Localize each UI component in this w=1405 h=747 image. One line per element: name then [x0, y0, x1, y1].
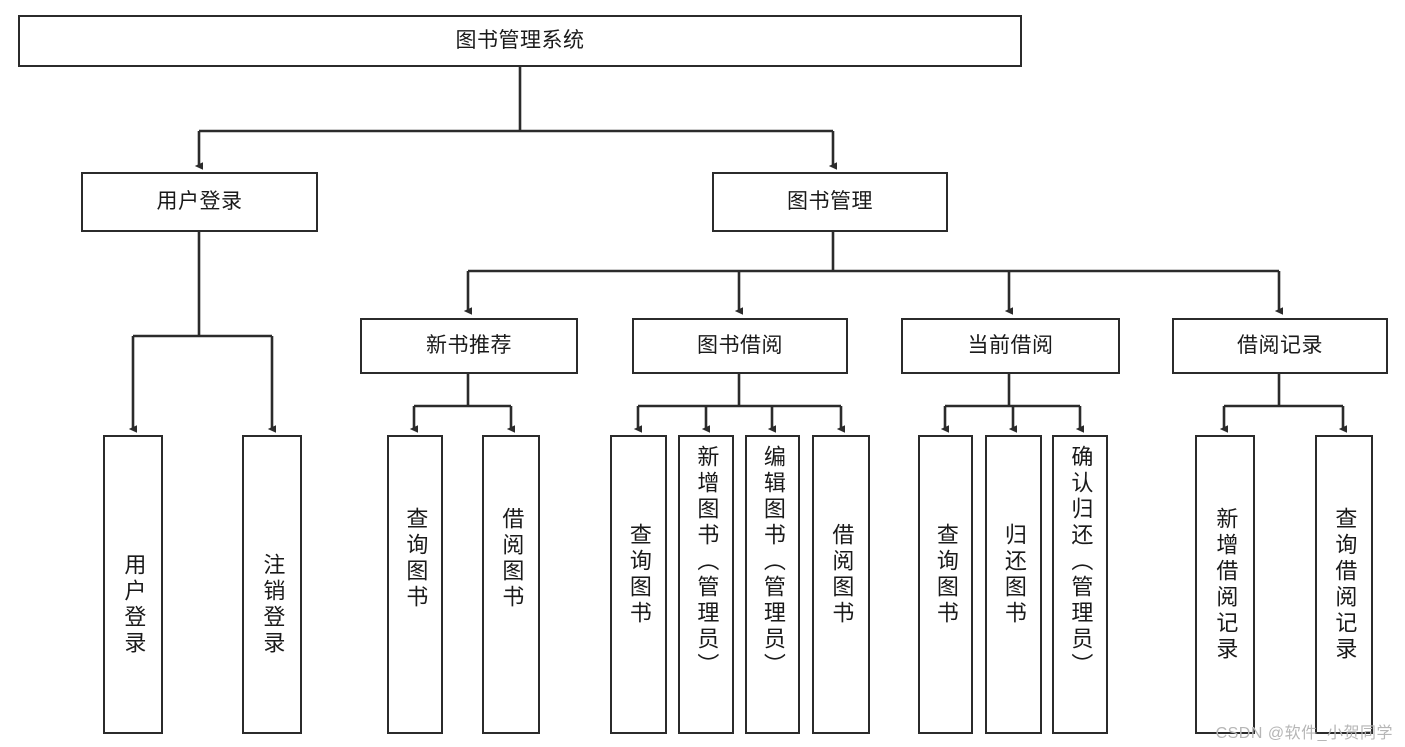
node-leaf-add-book-admin[interactable]: 新增图书（管理员） — [678, 435, 734, 734]
node-leaf-query-book-recommend[interactable]: 查询图书 — [387, 435, 443, 734]
node-label: 新增图书（管理员） — [694, 445, 720, 679]
csdn-watermark: CSDN @软件_小贺同学 — [1215, 725, 1393, 742]
node-leaf-edit-book-admin[interactable]: 编辑图书（管理员） — [745, 435, 800, 734]
node-book-management[interactable]: 图书管理 — [712, 172, 948, 232]
node-leaf-query-book-current[interactable]: 查询图书 — [918, 435, 973, 734]
node-leaf-borrow-book[interactable]: 借阅图书 — [812, 435, 870, 734]
node-label: 编辑图书（管理员） — [760, 445, 786, 679]
node-label: 用户登录 — [121, 553, 147, 657]
node-leaf-return-book[interactable]: 归还图书 — [985, 435, 1042, 734]
node-root-book-management-system[interactable]: 图书管理系统 — [18, 15, 1022, 67]
node-label: 查询图书 — [933, 523, 959, 627]
node-borrowing-record[interactable]: 借阅记录 — [1172, 318, 1388, 374]
node-label: 图书借阅 — [697, 334, 783, 358]
node-new-book-recommendation[interactable]: 新书推荐 — [360, 318, 578, 374]
node-current-borrowing[interactable]: 当前借阅 — [901, 318, 1120, 374]
node-leaf-query-borrow-record[interactable]: 查询借阅记录 — [1315, 435, 1373, 734]
node-leaf-query-book-borrow[interactable]: 查询图书 — [610, 435, 667, 734]
node-label: 借阅图书 — [829, 523, 855, 627]
node-label: 借阅图书 — [499, 507, 525, 611]
node-label: 归还图书 — [1001, 523, 1027, 627]
node-label: 新增借阅记录 — [1213, 507, 1239, 663]
node-label: 借阅记录 — [1237, 334, 1323, 358]
node-leaf-logout[interactable]: 注销登录 — [242, 435, 302, 734]
node-user-login[interactable]: 用户登录 — [81, 172, 318, 232]
node-label: 查询借阅记录 — [1332, 507, 1358, 663]
node-leaf-confirm-return-admin[interactable]: 确认归还（管理员） — [1052, 435, 1108, 734]
node-label: 当前借阅 — [967, 334, 1054, 358]
node-label: 注销登录 — [260, 553, 286, 657]
node-book-borrowing[interactable]: 图书借阅 — [632, 318, 848, 374]
node-label: 查询图书 — [626, 523, 652, 627]
node-label: 用户登录 — [156, 190, 243, 214]
node-label: 查询图书 — [403, 507, 429, 611]
node-leaf-user-login[interactable]: 用户登录 — [103, 435, 163, 734]
node-label: 新书推荐 — [426, 334, 512, 358]
node-label: 确认归还（管理员） — [1068, 445, 1094, 679]
node-label: 图书管理系统 — [455, 29, 585, 53]
node-leaf-add-borrow-record[interactable]: 新增借阅记录 — [1195, 435, 1255, 734]
node-leaf-borrow-book-recommend[interactable]: 借阅图书 — [482, 435, 540, 734]
node-label: 图书管理 — [787, 190, 873, 214]
